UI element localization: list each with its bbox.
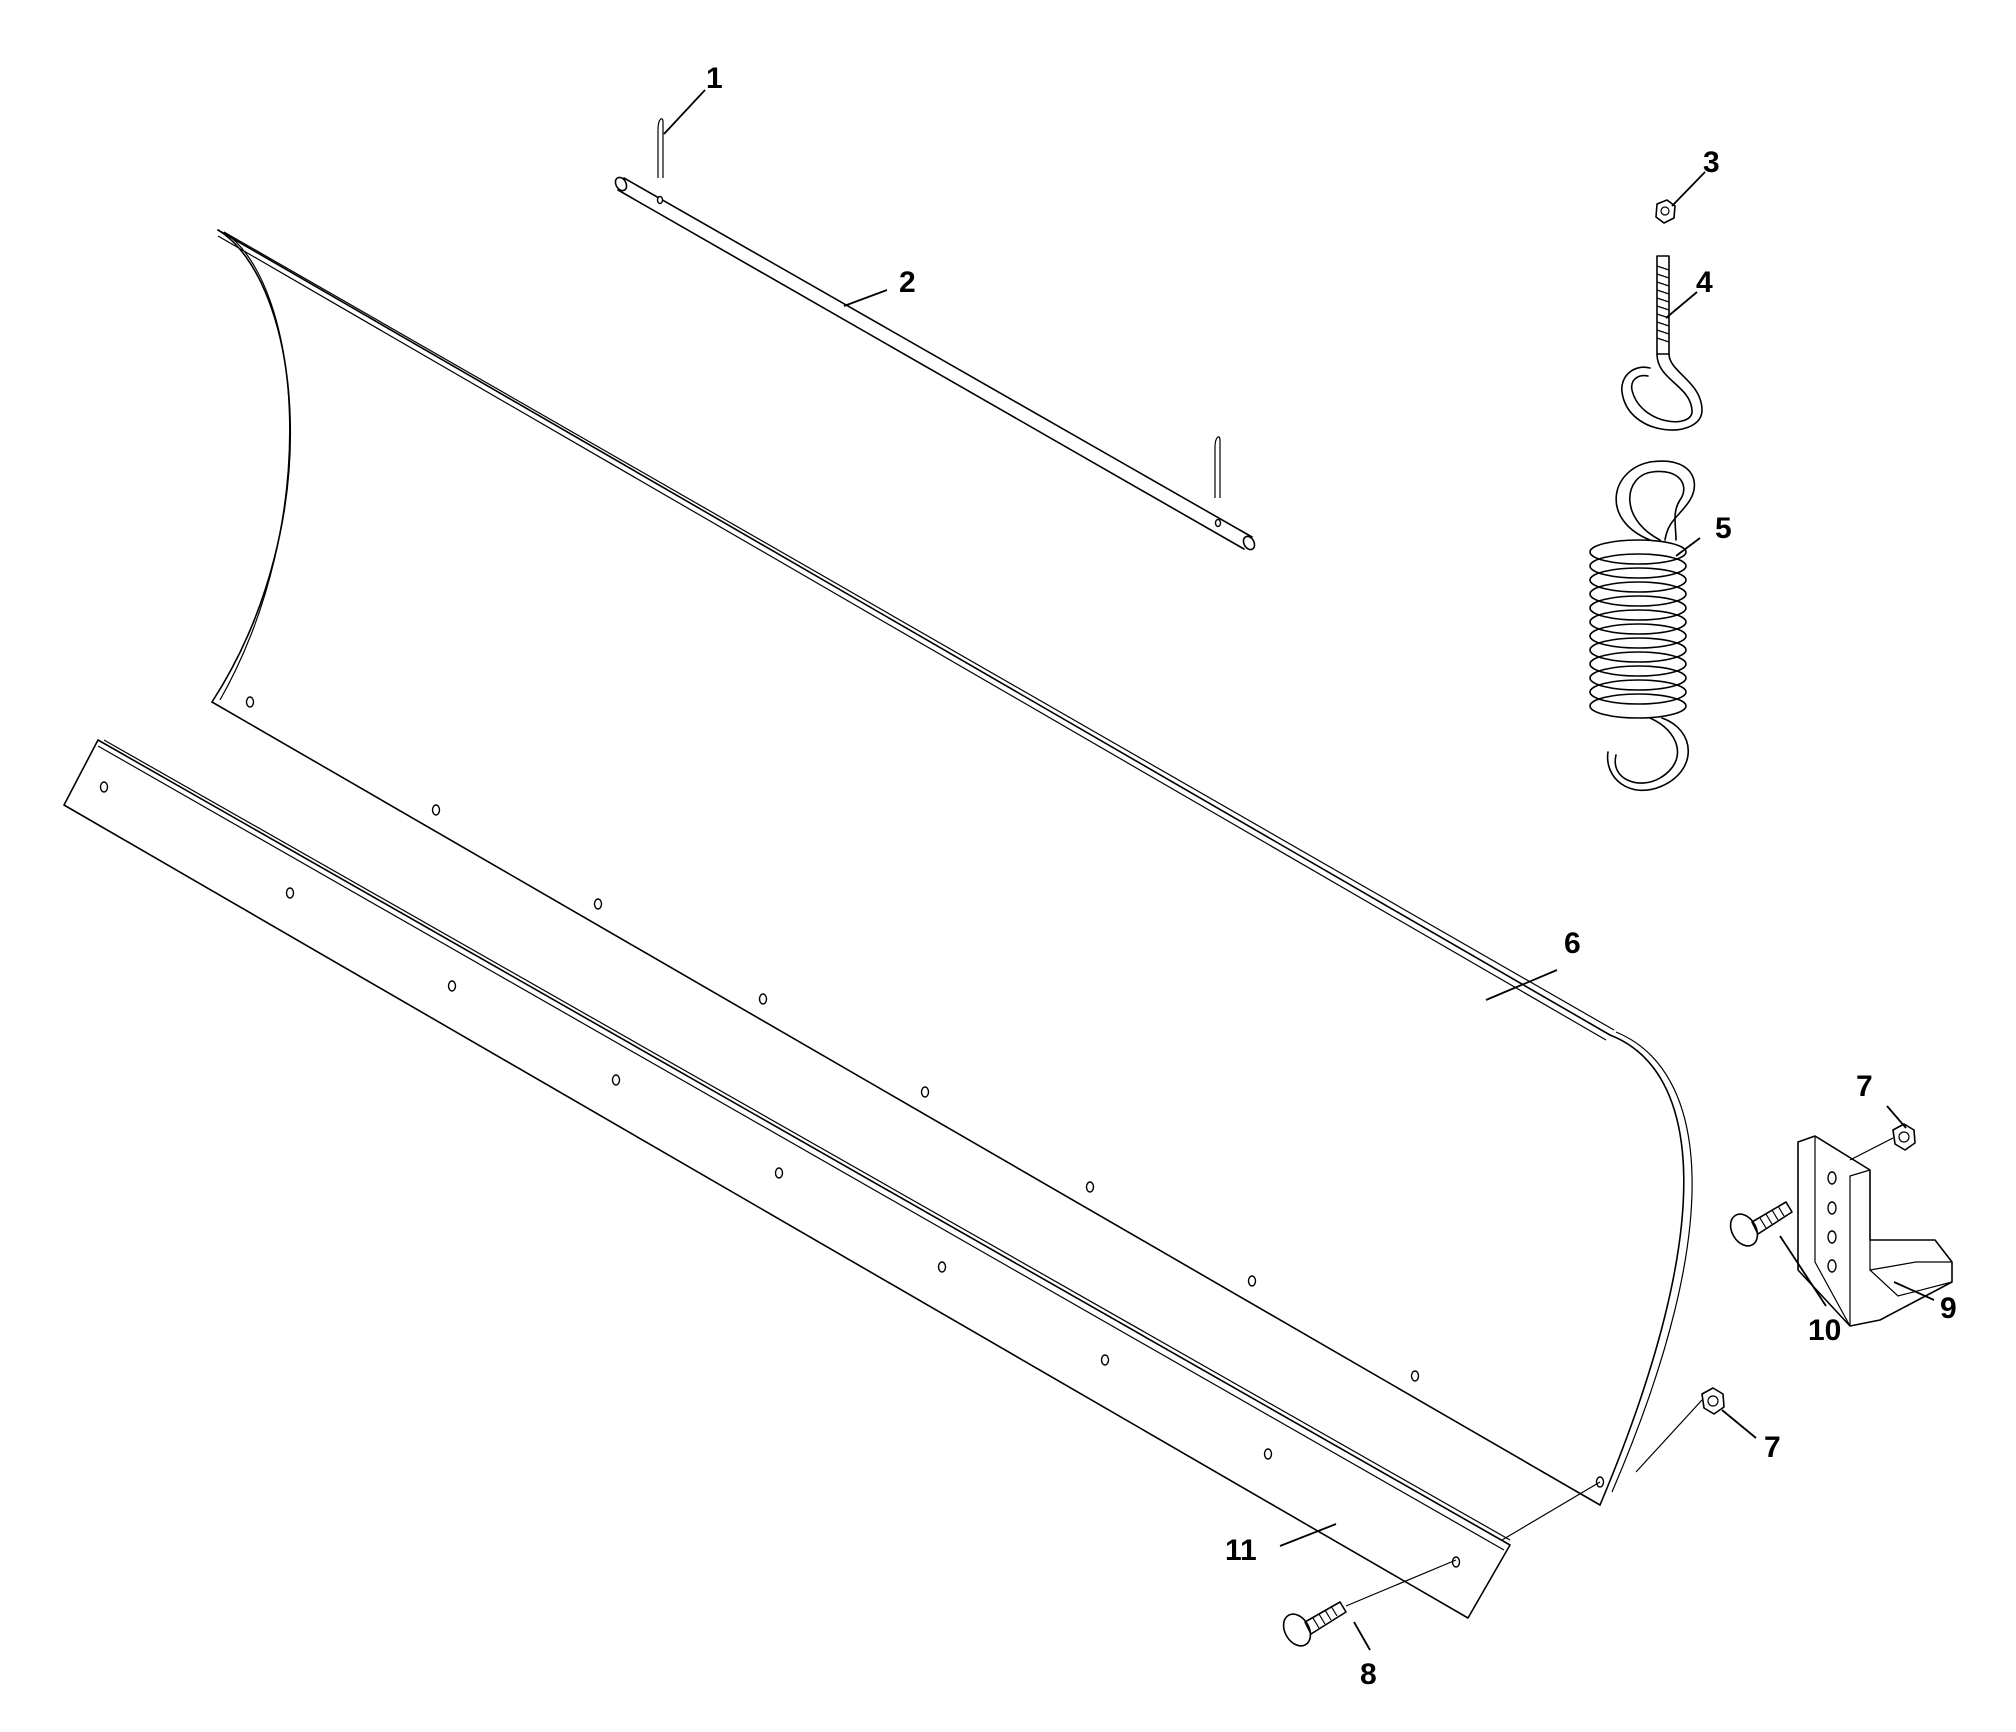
callout-7-upper: 7 — [1856, 1070, 1873, 1103]
callout-5: 5 — [1715, 512, 1732, 545]
hook-bolt-part-4 — [1621, 255, 1703, 431]
callout-3: 3 — [1703, 146, 1720, 179]
cotter-pin-part-1-left — [657, 118, 664, 178]
callout-2: 2 — [899, 266, 916, 299]
carriage-bolt-part-10 — [1729, 1201, 1793, 1247]
callout-6: 6 — [1564, 927, 1581, 960]
callout-11: 11 — [1225, 1534, 1257, 1567]
spring-coils — [1589, 539, 1687, 719]
nut-part-3 — [1655, 199, 1676, 224]
callout-9: 9 — [1940, 1292, 1957, 1325]
spring-part-5 — [1589, 460, 1696, 792]
callout-8: 8 — [1360, 1658, 1377, 1691]
callout-leaders — [663, 89, 1935, 1651]
rod-part-2 — [614, 176, 1256, 551]
strip-hole-row — [99, 781, 1461, 1568]
blade-part-6 — [211, 229, 1693, 1506]
callout-4: 4 — [1696, 266, 1713, 299]
assembly-lines — [1345, 1137, 1894, 1607]
nut-part-7-upper — [1892, 1123, 1916, 1151]
carriage-bolt-part-8 — [1282, 1601, 1347, 1647]
callout-1: 1 — [706, 62, 723, 95]
callout-labels: 1 2 3 4 5 6 7 7 8 9 10 11 — [706, 62, 1957, 1691]
callout-7-lower: 7 — [1764, 1431, 1781, 1464]
nut-part-7-lower — [1701, 1387, 1725, 1415]
callout-10: 10 — [1808, 1314, 1841, 1347]
wear-strip-part-11 — [63, 739, 1511, 1619]
cotter-pin-part-1-right — [1214, 436, 1221, 498]
blade-hole-row — [245, 696, 1605, 1488]
